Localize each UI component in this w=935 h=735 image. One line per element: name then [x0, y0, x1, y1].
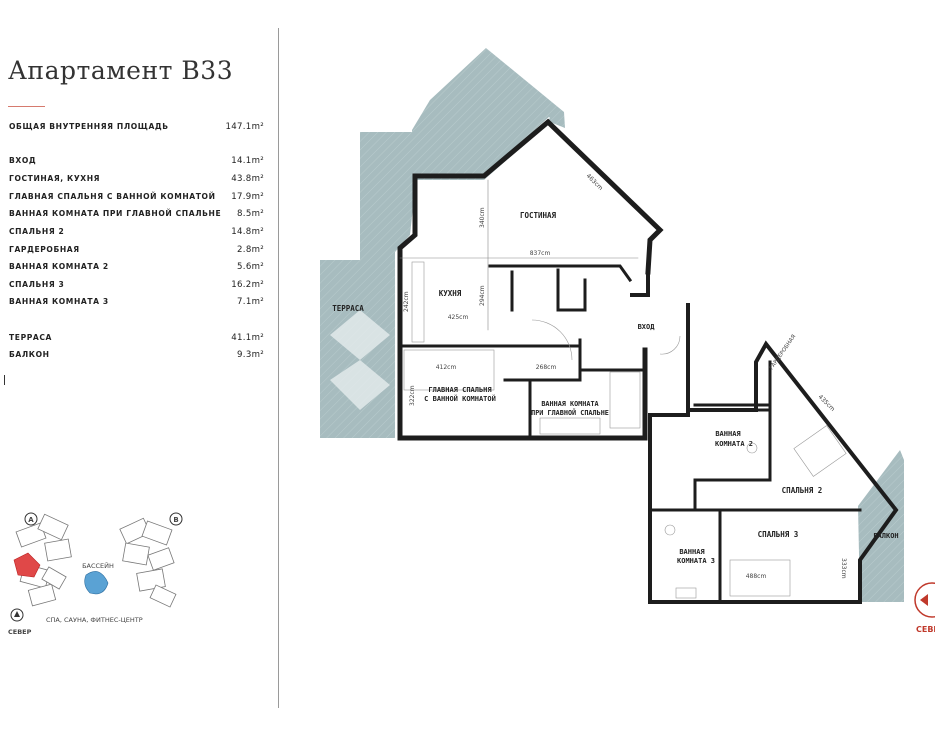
building-a-letter: A [28, 516, 34, 524]
north-arrow-icon [920, 594, 928, 606]
room-value: 8.5m² [237, 209, 264, 219]
bath3-label-1: ВАННАЯ [679, 548, 704, 556]
room-row: ГОСТИНАЯ, КУХНЯ 43.8m² [9, 174, 264, 188]
site-map: A B БАССЕЙН СЕВЕР СПА, САУНА, ФИТНЕС-ЦЕН… [8, 512, 183, 636]
room-value: 16.2m² [231, 280, 264, 290]
room-row: ВАННАЯ КОМНАТА ПРИ ГЛАВНОЙ СПАЛЬНЕ 8.5m² [9, 209, 264, 223]
master-bedroom-label-1: ГЛАВНАЯ СПАЛЬНЯ [428, 386, 491, 394]
room-row: ВАННАЯ КОМНАТА 3 7.1m² [9, 297, 264, 311]
total-area-value: 147.1m² [225, 122, 264, 132]
dim-837: 837cm [530, 250, 551, 257]
room-value: 2.8m² [237, 245, 264, 255]
outdoor-row: БАЛКОН 9.3m² [9, 350, 264, 364]
kitchen-label: КУХНЯ [439, 289, 462, 298]
entry-label: ВХОД [638, 323, 656, 331]
pool-label: БАССЕЙН [82, 561, 114, 570]
dim-488: 488cm [746, 573, 767, 580]
room-row: ГЛАВНАЯ СПАЛЬНЯ С ВАННОЙ КОМНАТОЙ 17.9m² [9, 192, 264, 206]
room-value: 14.1m² [231, 156, 264, 166]
room-value: 14.8m² [231, 227, 264, 237]
room-label: ГАРДЕРОБНАЯ [9, 245, 80, 254]
room-label: ВХОД [9, 156, 37, 165]
walls [397, 118, 899, 604]
room-row: СПАЛЬНЯ 2 14.8m² [9, 227, 264, 241]
title-accent-line [8, 106, 45, 107]
apartment-title: Апартамент B33 [8, 56, 234, 85]
dim-268: 268cm [536, 364, 557, 371]
terrace-upper [412, 48, 550, 176]
balcony-label: БАЛКОН [873, 532, 898, 540]
apartment-highlight [13, 552, 41, 578]
balcony-area [858, 450, 904, 602]
info-panel: Апартамент B33 ОБЩАЯ ВНУТРЕННЯЯ ПЛОЩАДЬ … [0, 0, 278, 735]
dim-333: 333cm [840, 558, 847, 579]
bedroom3-label: СПАЛЬНЯ 3 [758, 530, 799, 539]
outdoor-label: БАЛКОН [9, 350, 50, 359]
room-label: ВАННАЯ КОМНАТА 2 [9, 262, 109, 271]
bath3-label-2: КОМНАТА 3 [677, 557, 715, 565]
master-bath-label-1: ВАННАЯ КОМНАТА [541, 400, 598, 408]
bedroom2-label: СПАЛЬНЯ 2 [782, 486, 823, 495]
room-label: ВАННАЯ КОМНАТА ПРИ ГЛАВНОЙ СПАЛЬНЕ [9, 209, 222, 218]
dim-412: 412cm [436, 364, 457, 371]
room-row: ВАННАЯ КОМНАТА 2 5.6m² [9, 262, 264, 276]
furniture [403, 261, 847, 599]
room-row: ГАРДЕРОБНАЯ 2.8m² [9, 245, 264, 259]
panel-divider [278, 28, 279, 708]
north-small-arrow [14, 611, 20, 617]
text-cursor [4, 375, 5, 385]
building-b-outline [119, 517, 177, 608]
room-value: 17.9m² [231, 192, 264, 202]
dim-322: 322cm [409, 385, 416, 406]
total-area-row: ОБЩАЯ ВНУТРЕННЯЯ ПЛОЩАДЬ 147.1m² [9, 122, 264, 136]
room-row: СПАЛЬНЯ 3 16.2m² [9, 280, 264, 294]
total-area-label: ОБЩАЯ ВНУТРЕННЯЯ ПЛОЩАДЬ [9, 122, 169, 131]
dim-242: 242cm [403, 291, 410, 312]
dim-425: 425cm [448, 314, 469, 321]
room-label: СПАЛЬНЯ 3 [9, 280, 65, 289]
outdoor-value: 41.1m² [231, 333, 264, 343]
bath2-label-1: ВАННАЯ [715, 430, 740, 438]
building-a-marker [24, 512, 38, 526]
master-bedroom-label-2: С ВАННОЙ КОМНАТОЙ [424, 394, 496, 403]
watermark-diamond [330, 360, 390, 410]
outdoor-label: ТЕРРАСА [9, 333, 53, 342]
living-room-label: ГОСТИНАЯ [520, 211, 557, 220]
room-value: 7.1m² [237, 297, 264, 307]
bath2-label-2: КОМНАТА 2 [715, 440, 753, 448]
master-bath-label-2: ПРИ ГЛАВНОЙ СПАЛЬНЕ [531, 408, 609, 417]
dim-340: 340cm [479, 207, 486, 228]
building-b-marker [169, 512, 183, 526]
room-label: ГЛАВНАЯ СПАЛЬНЯ С ВАННОЙ КОМНАТОЙ [9, 192, 216, 201]
room-value: 5.6m² [237, 262, 264, 272]
north-small-label: СЕВЕР [8, 628, 32, 636]
room-label: ВАННАЯ КОМНАТА 3 [9, 297, 109, 306]
floor-plan: ГОСТИНАЯ КУХНЯ ТЕРРАСА ВХОД ГЛАВНАЯ СПАЛ… [320, 48, 935, 634]
room-label: ГОСТИНАЯ, КУХНЯ [9, 174, 101, 183]
building-a-outline [15, 513, 72, 607]
amenities-label: СПА, САУНА, ФИТНЕС-ЦЕНТР [46, 616, 143, 624]
dim-294: 294cm [479, 285, 486, 306]
room-value: 43.8m² [231, 174, 264, 184]
terrace-label: ТЕРРАСА [332, 304, 364, 313]
outdoor-value: 9.3m² [237, 350, 264, 360]
watermark-diamond [330, 310, 390, 360]
pool-shape [84, 571, 109, 595]
north-label: СЕВЕР [916, 625, 935, 634]
building-b-letter: B [173, 516, 178, 524]
room-row: ВХОД 14.1m² [9, 156, 264, 170]
outdoor-row: ТЕРРАСА 41.1m² [9, 333, 264, 347]
room-label: СПАЛЬНЯ 2 [9, 227, 65, 236]
